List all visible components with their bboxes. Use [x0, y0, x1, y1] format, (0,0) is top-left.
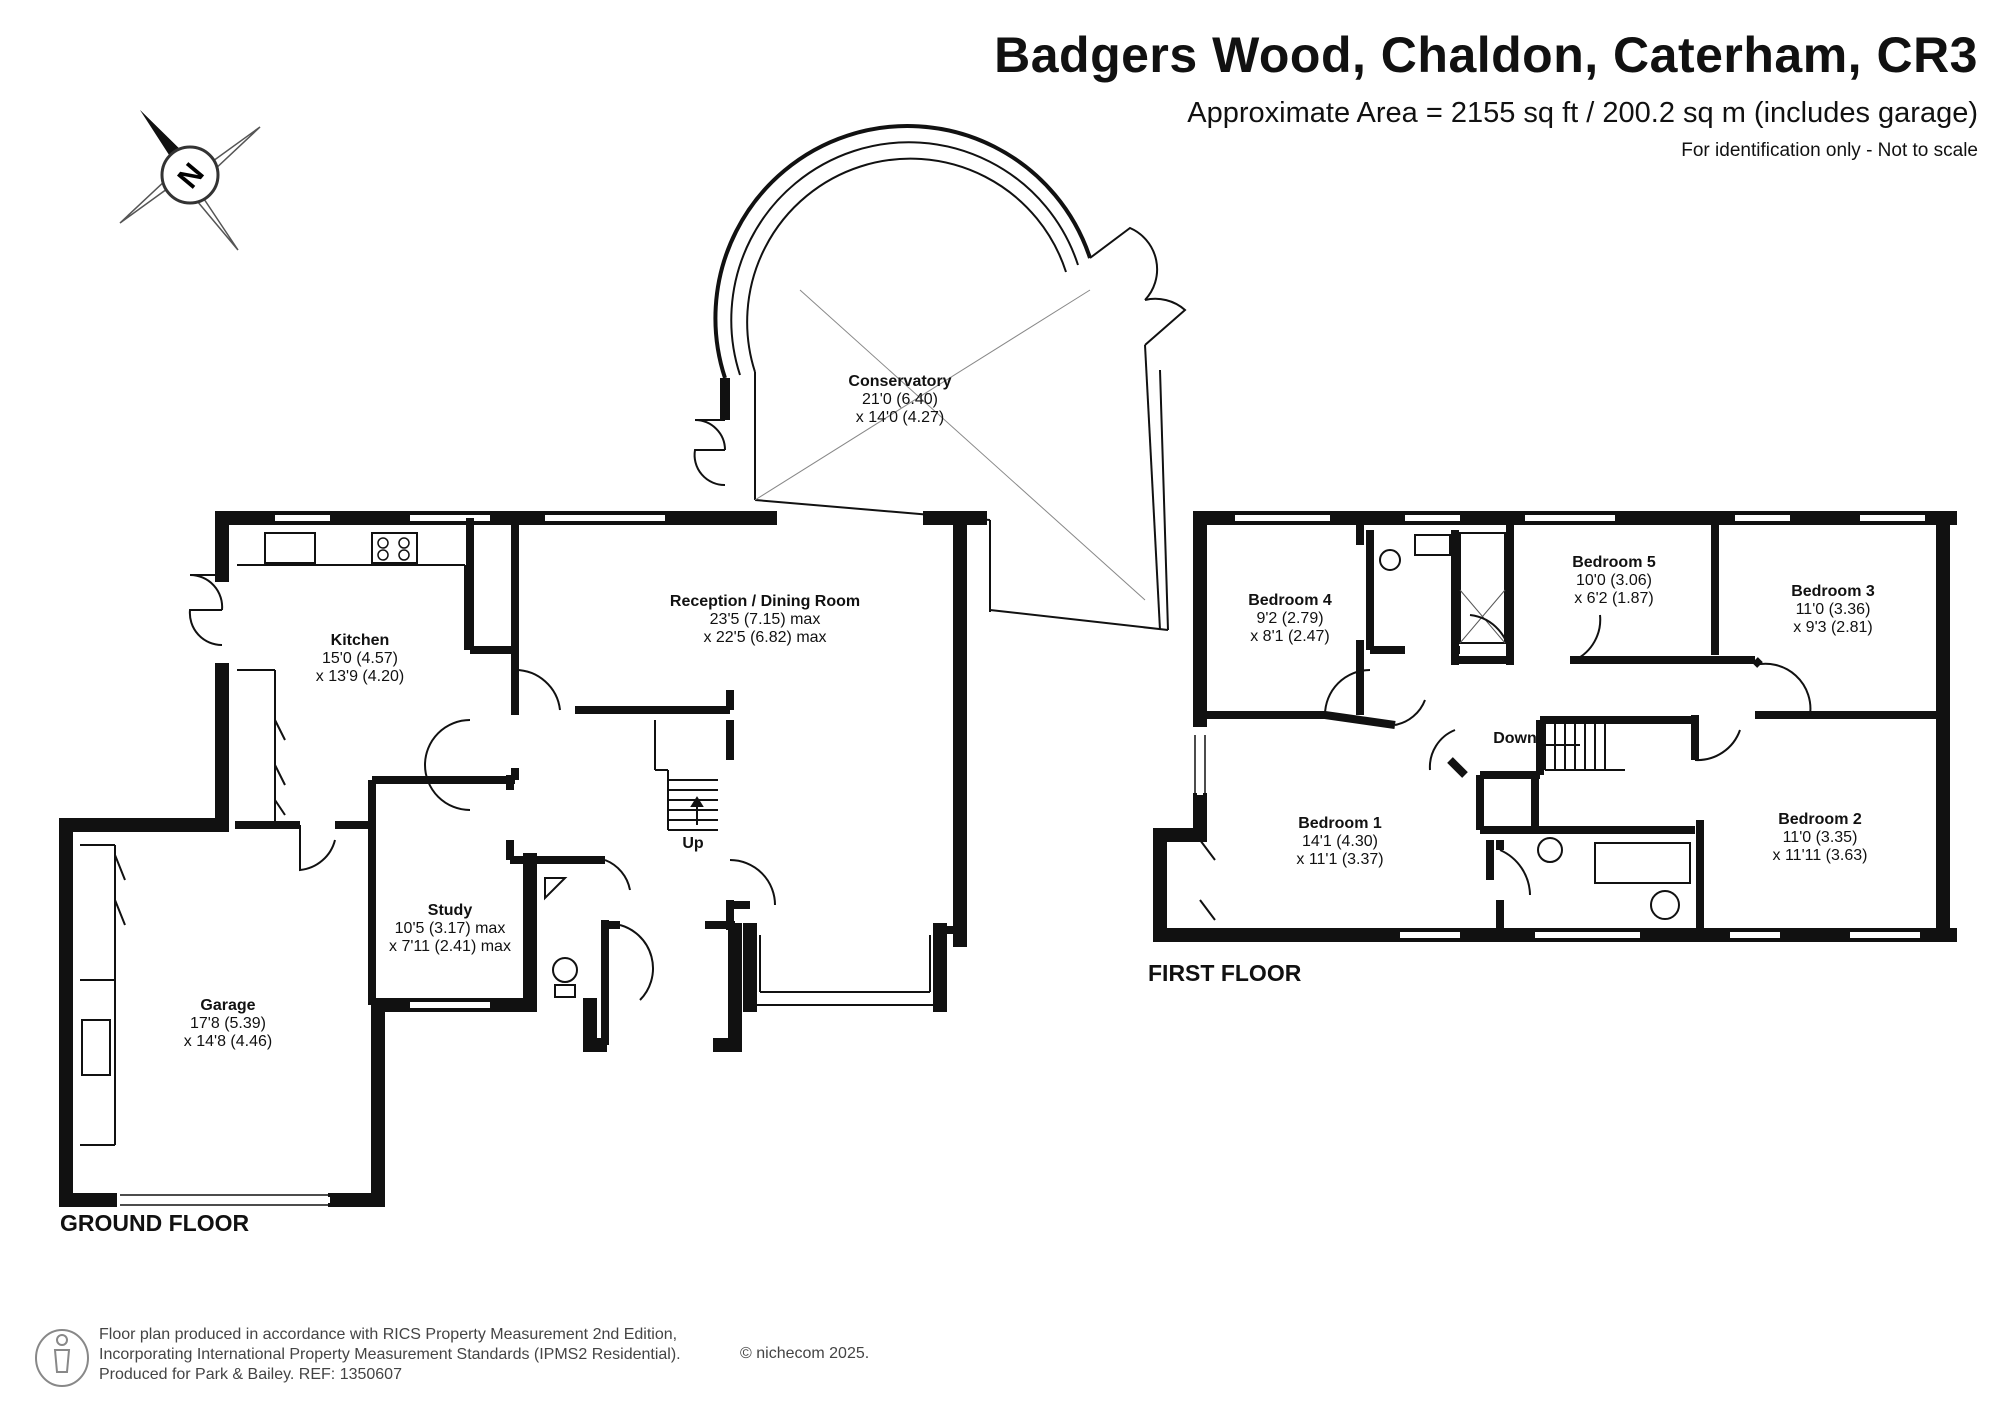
approximate-area: Approximate Area = 2155 sq ft / 200.2 sq… — [1187, 97, 1978, 129]
bedroom5-dim2: x 6'2 (1.87) — [1574, 590, 1654, 607]
kitchen-dim1: 15'0 (4.57) — [322, 650, 398, 667]
kitchen-dim2: x 13'9 (4.20) — [316, 668, 404, 685]
conservatory-dim2: x 14'0 (4.27) — [856, 409, 944, 426]
room-labels: Conservatory 21'0 (6.40) x 14'0 (4.27) R… — [184, 373, 1875, 1050]
conservatory-name: Conservatory — [848, 373, 951, 390]
first-floor-plan — [1153, 511, 1957, 942]
bedroom3-dim1: 11'0 (3.36) — [1796, 601, 1871, 618]
study-dim2: x 7'11 (2.41) max — [389, 938, 511, 955]
footer-line-1: Floor plan produced in accordance with R… — [99, 1326, 678, 1343]
footer-line-3: Produced for Park & Bailey. REF: 1350607 — [99, 1366, 402, 1383]
bedroom2-dim1: 11'0 (3.35) — [1783, 829, 1858, 846]
bedroom1-name: Bedroom 1 — [1298, 815, 1382, 832]
study-dim1: 10'5 (3.17) max — [395, 920, 506, 937]
bedroom2-name: Bedroom 2 — [1778, 811, 1862, 828]
garage-name: Garage — [200, 997, 255, 1014]
stairs-down-label: Down — [1493, 730, 1537, 747]
bedroom3-dim2: x 9'3 (2.81) — [1793, 619, 1873, 636]
bedroom4-dim2: x 8'1 (2.47) — [1250, 628, 1330, 645]
footer-line-2: Incorporating International Property Mea… — [99, 1346, 681, 1363]
bedroom3-name: Bedroom 3 — [1791, 583, 1875, 600]
garage-dim1: 17'8 (5.39) — [190, 1015, 266, 1032]
footer-credits: Floor plan produced in accordance with R… — [99, 1325, 681, 1385]
bedroom4-dim1: 9'2 (2.79) — [1256, 610, 1323, 627]
bedroom2-dim2: x 11'11 (3.63) — [1773, 847, 1868, 864]
page-title: Badgers Wood, Chaldon, Caterham, CR3 — [994, 27, 1978, 83]
person-icon — [35, 1329, 89, 1387]
ground-floor-label: GROUND FLOOR — [60, 1210, 250, 1236]
bedroom1-dim2: x 11'1 (3.37) — [1296, 851, 1383, 868]
bedroom4-name: Bedroom 4 — [1248, 592, 1332, 609]
garage-dim2: x 14'8 (4.46) — [184, 1033, 272, 1050]
ground-floor-plan — [59, 123, 1187, 1207]
reception-dim2: x 22'5 (6.82) max — [703, 629, 826, 646]
disclaimer-note: For identification only - Not to scale — [1681, 140, 1978, 161]
bedroom1-dim1: 14'1 (4.30) — [1302, 833, 1378, 850]
bedroom5-dim1: 10'0 (3.06) — [1576, 572, 1652, 589]
compass-north-icon: N — [119, 110, 261, 251]
conservatory-dim1: 21'0 (6.40) — [862, 391, 938, 408]
bedroom5-name: Bedroom 5 — [1572, 554, 1656, 571]
study-name: Study — [428, 902, 473, 919]
first-floor-label: FIRST FLOOR — [1148, 960, 1302, 986]
reception-name: Reception / Dining Room — [670, 593, 860, 610]
copyright: © nichecom 2025. — [740, 1345, 870, 1362]
reception-dim1: 23'5 (7.15) max — [710, 611, 821, 628]
stairs-up-label: Up — [682, 835, 704, 852]
kitchen-name: Kitchen — [331, 632, 390, 649]
